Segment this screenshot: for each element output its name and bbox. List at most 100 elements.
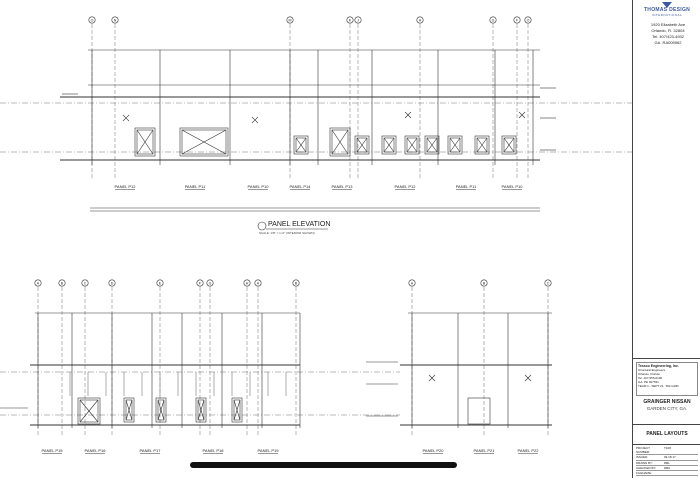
engineer-detail: Tel. 407-555-0100 [638,376,663,380]
sheet-info-table: PROJECT NUMBER:T108 ISSUED:09.18.17 DRAW… [636,446,698,477]
grid-bubble [354,16,362,24]
opening [476,137,488,153]
anchor-mark [518,111,526,119]
panel-label: PANEL P11 [456,184,477,189]
address-line: 1920 Elizabeth Ave [650,22,686,27]
grid-bubble [544,279,552,287]
address-line: Orlando, Fl. 32804 [651,28,685,33]
horizontal-scrollbar[interactable] [190,462,457,468]
panel-label: PANEL P14 [290,184,312,189]
lower-right-elevation: A B C PANEL P20 PANEL P21 PANEL P22 [366,279,552,454]
info-row: PROJECT NUMBER:T108 [636,446,698,456]
grid-label: G [492,18,495,22]
opening [331,129,349,155]
panel-label: PANEL P20 [423,448,445,453]
grid-label: J [357,18,359,22]
engineer-stamp: Tessco Engineering, Inc. Structural Engi… [636,362,698,396]
panel-outline [474,135,490,155]
opening-cross [331,129,349,155]
grid-bubble [243,279,251,287]
grid-label: A [37,281,40,285]
grid-bubble [58,279,66,287]
panel-outline [424,135,440,155]
anchor-mark [251,116,259,124]
opening [406,137,418,153]
opening [426,137,438,153]
panel-label: PANEL P17 [140,448,162,453]
grid-bubble [111,16,119,24]
opening [125,399,133,421]
opening-cross [79,399,99,423]
grid-label: M [289,18,292,22]
grid-bubble [286,16,294,24]
grid-bubble [346,16,354,24]
license: GA. RA009962 [654,40,682,45]
opening [197,399,205,421]
opening-cross [157,399,165,421]
panel-label: PANEL P21 [474,448,496,453]
panel-outline [195,397,207,423]
opening-cross [383,137,395,153]
firm-logo: THOMAS DESIGN INTERNATIONAL [642,2,692,18]
info-row: ISSUED:09.18.17 [636,455,698,461]
panel-outline [404,135,420,155]
grid-label: E [159,281,162,285]
opening-cross [125,399,133,421]
opening-cross [356,137,368,153]
grid-label: F [516,18,519,22]
grid-bubble [524,16,532,24]
panel-outline [155,397,167,423]
grid-label: O [527,18,530,22]
panel-label: PANEL P22 [518,448,540,453]
panel-outline [123,397,135,423]
grid-label: B [295,281,298,285]
opening-cross [476,137,488,153]
firm-address: 1920 Elizabeth Ave Orlando, Fl. 32804 Te… [637,22,699,46]
engineer-detail: Orlando, Florida [638,372,660,376]
title-block: THOMAS DESIGN INTERNATIONAL 1920 Elizabe… [632,0,700,478]
grid-bubble [489,16,497,24]
phone: Tel. 407/423-4932 [651,34,685,39]
elevation-title: PANEL ELEVATION [268,221,330,228]
grid-label: B [61,281,64,285]
panel-outline [381,135,397,155]
engineer-detail: Structural Engineers [638,368,666,372]
grid-label: B [483,281,486,285]
panel-label: PANEL P10 [248,184,270,189]
opening-cross [503,137,515,153]
firm-subtitle: INTERNATIONAL [651,13,683,17]
panel-outline [293,135,309,155]
panel-outline [134,127,156,157]
anchor-mark [404,111,412,119]
info-row: DRAWN BY:DBL [636,461,698,466]
sheet-title: PANEL LAYOUTS [646,431,688,437]
grid-label: O [91,18,94,22]
opening-cross [426,137,438,153]
opening-cross [449,137,461,153]
opening [181,129,227,155]
project-name: GRAINGER NISSAN [643,399,691,405]
opening [79,399,99,423]
opening [356,137,368,153]
opening [295,137,307,153]
grid-label: C [547,281,550,285]
panel-label: PANEL P19 [258,448,280,453]
panel-outline [501,135,517,155]
grid-label: D [111,281,114,285]
opening [157,399,165,421]
grid-label: A [411,281,414,285]
engineer-detail: GA. PE 027531 [638,380,659,384]
grid-bubble [480,279,488,287]
info-row: FILENAME: [636,471,698,477]
opening [449,137,461,153]
grid-bubble [108,279,116,287]
grid-label: K [349,18,352,22]
grid-bubble [81,279,89,287]
panel-label: PANEL P15 [42,448,64,453]
panel-outline [231,397,243,423]
opening-cross [233,399,241,421]
panel-label: PANEL P10 [502,184,524,189]
